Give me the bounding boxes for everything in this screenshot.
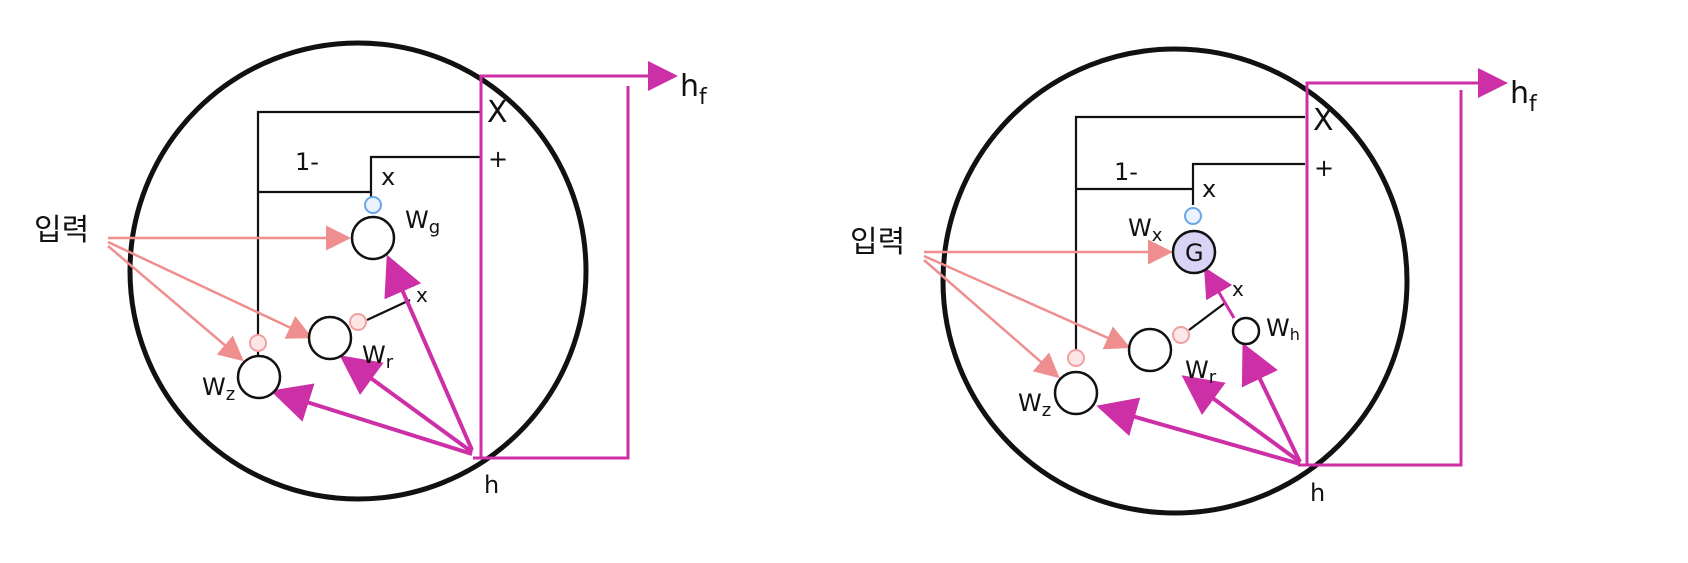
right-g-label: G [1185,239,1204,267]
right-times-big-label: X [1313,103,1334,138]
left-wg-sigmoid-dot [364,196,382,214]
left-internal-wiring [256,110,481,365]
right-wh-to-g-arrow [1203,266,1236,319]
left-wg-label: Wg [405,206,440,238]
left-hidden-state-path [473,74,660,460]
right-times-small2-label: x [1232,277,1244,301]
right-wh-label: Wh [1266,314,1300,344]
left-times-small2-label: x [416,283,428,307]
left-h-arrows [270,254,474,456]
right-h-label: h [1310,479,1325,507]
right-wr-node [1127,327,1173,373]
right-diagram: 입력 X + 1- x x G Wx Wh Wr Wz h hf [850,46,1538,516]
right-g-sigmoid-dot [1184,207,1202,225]
left-wg-node [350,215,396,261]
left-h-label: h [484,471,499,499]
left-input-label: 입력 [34,213,89,248]
right-internal-wiring [1074,115,1305,350]
left-one-minus-label: 1- [295,148,319,176]
right-wz-node [1053,370,1099,416]
right-hidden-state-path [1298,81,1490,467]
left-diagram: 입력 X + 1- x x Wg Wr Wz h hf [34,40,708,502]
right-h-arrows [1096,342,1302,466]
right-one-minus-label: 1- [1114,158,1138,186]
right-cell-boundary [940,46,1410,516]
right-wr-sigmoid-dot [1172,326,1190,344]
left-times-big-label: X [487,95,508,130]
left-plus-label: + [488,145,508,173]
right-input-label: 입력 [850,225,905,260]
left-wr-label: Wr [362,341,394,373]
right-wh-node [1231,316,1261,346]
left-input-arrows [107,225,351,362]
right-wx-label: Wx [1128,214,1163,246]
left-hf-label: hf [680,69,708,110]
left-wr-sigmoid-dot [349,313,367,331]
right-wz-sigmoid-dot [1067,349,1085,367]
right-wz-label: Wz [1018,389,1051,421]
left-wz-label: Wz [202,373,235,405]
left-wr-node [307,315,353,361]
right-times-small-label: x [1202,175,1216,203]
left-wz-sigmoid-dot [249,334,267,352]
right-g-node [1171,229,1217,275]
left-times-small-label: x [381,163,395,191]
right-wr-label: Wr [1185,356,1217,388]
left-cell-boundary [127,40,589,502]
left-wz-node [236,354,282,400]
right-plus-label: + [1314,154,1334,182]
right-hf-label: hf [1510,76,1538,117]
right-input-arrows [923,239,1173,379]
